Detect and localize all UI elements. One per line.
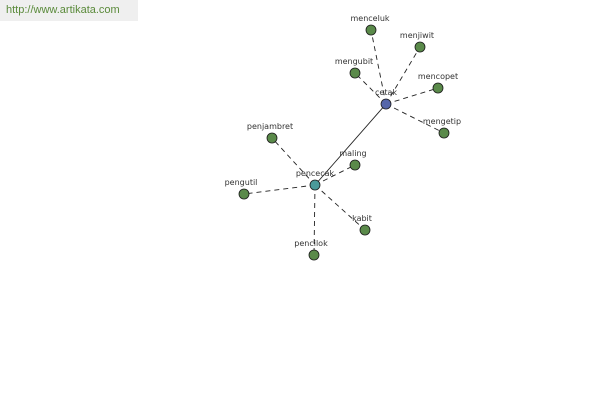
node-dot-menjiwit[interactable] (414, 41, 426, 53)
node-label-maling: maling (339, 149, 366, 158)
node-label-cetak: cetak (375, 88, 397, 97)
node-mengubit[interactable]: mengubit (335, 57, 373, 79)
watermark-url: http://www.artikata.com (0, 0, 138, 21)
node-dot-kabit[interactable] (359, 224, 371, 236)
node-label-mencopet: mencopet (418, 72, 458, 81)
node-label-pencilok: pencilok (294, 239, 328, 248)
node-menceluk[interactable]: menceluk (350, 14, 390, 36)
node-label-mengetip: mengetip (423, 117, 461, 126)
edge-pencecak-pengutil (243, 184, 316, 195)
node-label-kabit: kabit (352, 214, 372, 223)
edge-pencecak-penjambret (271, 137, 316, 186)
edges-layer (243, 29, 445, 256)
node-label-menceluk: menceluk (350, 14, 389, 23)
node-pengutil[interactable]: pengutil (225, 178, 258, 200)
node-penjambret[interactable]: penjambret (247, 122, 293, 144)
node-label-mengubit: mengubit (335, 57, 373, 66)
node-mengetip[interactable]: mengetip (423, 117, 461, 139)
node-dot-mencopet[interactable] (432, 82, 444, 94)
node-label-pengutil: pengutil (225, 178, 258, 187)
edge-pencecak-kabit (314, 184, 366, 231)
node-dot-penjambret[interactable] (266, 132, 278, 144)
node-label-pencecak: pencecak (296, 169, 335, 178)
node-pencecak[interactable]: pencecak (296, 169, 335, 191)
node-dot-menceluk[interactable] (365, 24, 377, 36)
node-dot-mengetip[interactable] (438, 127, 450, 139)
edge-cetak-menceluk (370, 29, 387, 105)
node-dot-mengubit[interactable] (349, 67, 361, 79)
edge-pencecak-pencilok (313, 184, 316, 256)
node-label-penjambret: penjambret (247, 122, 293, 131)
edge-pencecak-maling (314, 164, 356, 186)
edge-cetak-menjiwit (385, 46, 421, 105)
node-pencilok[interactable]: pencilok (294, 239, 328, 261)
node-dot-cetak[interactable] (380, 98, 392, 110)
edge-cetak-mengubit (354, 72, 387, 105)
edge-cetak-pencecak (314, 103, 387, 186)
edge-cetak-mencopet (385, 87, 439, 105)
node-maling[interactable]: maling (339, 149, 367, 171)
node-dot-pencilok[interactable] (308, 249, 320, 261)
node-mencopet[interactable]: mencopet (418, 72, 458, 94)
edge-cetak-mengetip (385, 103, 445, 134)
node-dot-maling[interactable] (349, 159, 361, 171)
nodes-layer: cetak pencecak menceluk menjiwit mengubit men… (225, 14, 461, 261)
node-dot-pengutil[interactable] (238, 188, 250, 200)
node-menjiwit[interactable]: menjiwit (400, 31, 434, 53)
node-label-menjiwit: menjiwit (400, 31, 434, 40)
node-cetak[interactable]: cetak (375, 88, 397, 110)
node-dot-pencecak[interactable] (309, 179, 321, 191)
node-kabit[interactable]: kabit (352, 214, 372, 236)
